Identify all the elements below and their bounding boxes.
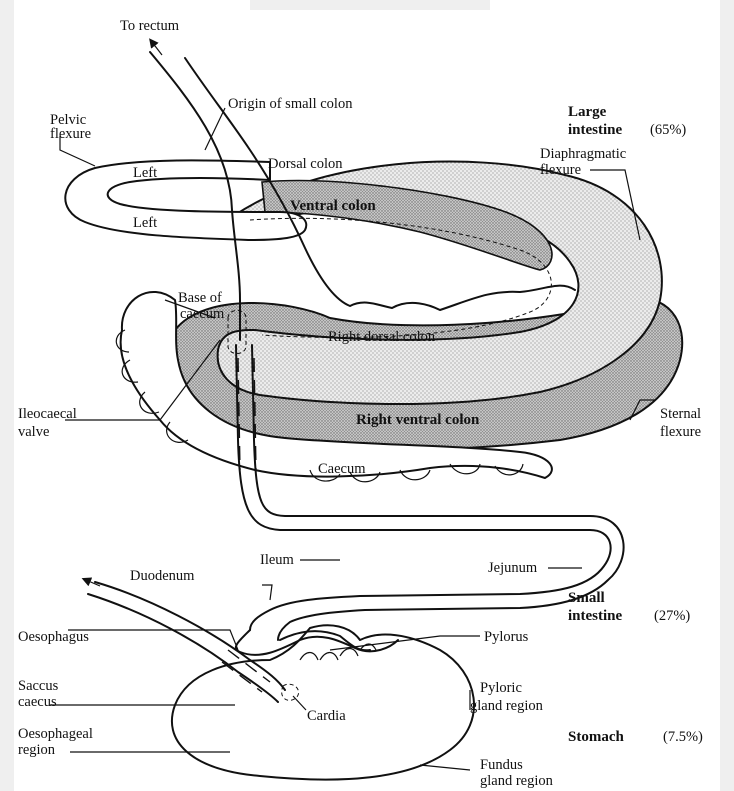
stomach-shape [172, 625, 474, 779]
label-oesophageal-2: region [18, 742, 56, 758]
label-ileocaecal-2: valve [18, 424, 49, 440]
label-base-caecum-1: Base of [178, 290, 222, 306]
jejunum-dashes [420, 516, 500, 530]
label-pylorus: Pylorus [484, 629, 529, 645]
label-left-lower: Left [133, 215, 157, 231]
label-large-intestine-2: intestine [568, 122, 623, 138]
label-diaphragmatic-2: flexure [540, 162, 581, 178]
label-stomach: Stomach [568, 729, 624, 745]
label-pelvic-flexure-2: flexure [50, 126, 91, 142]
label-pyloric-1: Pyloric [480, 680, 522, 696]
label-to-rectum: To rectum [120, 18, 180, 34]
label-dorsal-colon: Dorsal colon [268, 156, 343, 172]
label-ventral-colon: Ventral colon [290, 198, 376, 214]
arrow-to-rectum [152, 42, 162, 55]
label-base-caecum-2: caecum [180, 306, 225, 322]
label-oesophageal-1: Oesophageal [18, 726, 93, 742]
label-cardia: Cardia [307, 708, 346, 724]
label-caecum: Caecum [318, 461, 366, 477]
label-fundus-2: gland region [480, 773, 554, 789]
oesophagus-shape [88, 582, 285, 702]
label-large-intestine-1: Large [568, 104, 607, 120]
label-saccus-1: Saccus [18, 678, 59, 694]
label-diaphragmatic-1: Diaphragmatic [540, 146, 626, 162]
label-duodenum: Duodenum [130, 568, 195, 584]
label-ileocaecal-1: Ileocaecal [18, 406, 77, 422]
label-large-intestine-pct: (65%) [650, 122, 686, 138]
label-saccus-2: caecus [18, 694, 57, 710]
label-sternal-1: Sternal [660, 406, 701, 422]
label-left-upper: Left [133, 165, 157, 181]
label-small-intestine-1: Small [568, 590, 605, 606]
label-small-intestine-2: intestine [568, 608, 623, 624]
label-origin-small-colon: Origin of small colon [228, 96, 353, 112]
label-fundus-1: Fundus [480, 757, 523, 773]
label-oesophagus: Oesophagus [18, 629, 89, 645]
label-small-intestine-pct: (27%) [654, 608, 690, 624]
label-pyloric-2: gland region [470, 698, 544, 714]
label-right-ventral-colon: Right ventral colon [356, 412, 480, 428]
label-stomach-pct: (7.5%) [663, 729, 703, 745]
label-jejunum: Jejunum [488, 560, 538, 576]
label-ileum: Ileum [260, 552, 295, 568]
label-sternal-2: flexure [660, 424, 701, 440]
label-right-dorsal-colon: Right dorsal colon [328, 329, 436, 345]
